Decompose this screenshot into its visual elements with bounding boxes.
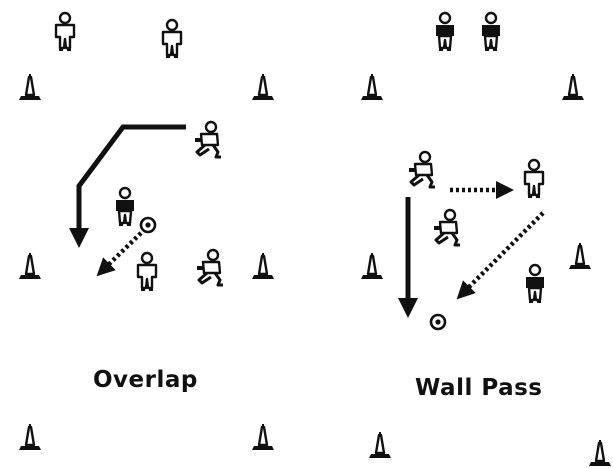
- cone-icon: [19, 424, 41, 450]
- player-icon: [409, 152, 435, 187]
- player-icon: [56, 13, 74, 51]
- cone-icon: [361, 253, 383, 279]
- cone-icon: [19, 253, 41, 279]
- ball-icon: [431, 315, 445, 329]
- drill-title-wall-pass: Wall Pass: [415, 375, 543, 401]
- cone-icon: [589, 440, 611, 466]
- player-run-arrow: [79, 127, 186, 238]
- ball-pass-arrow: [103, 233, 141, 270]
- cone-icon: [19, 74, 41, 100]
- ball-icon: [141, 218, 155, 232]
- player-icon: [434, 210, 460, 245]
- player-icon: [163, 20, 181, 58]
- cone-icon: [361, 74, 383, 100]
- cone-icon: [252, 74, 274, 100]
- cone-icon: [569, 243, 591, 269]
- player-icon: [197, 250, 223, 285]
- player-icon: [138, 253, 156, 291]
- player-icon: [116, 188, 134, 226]
- player-icon: [482, 13, 500, 51]
- player-icon: [195, 122, 221, 157]
- player-icon: [526, 265, 544, 303]
- drill-title-overlap: Overlap: [93, 367, 198, 393]
- player-icon: [436, 13, 454, 51]
- cone-icon: [369, 432, 391, 458]
- cone-icon: [252, 253, 274, 279]
- player-icon: [525, 160, 543, 198]
- cone-icon: [562, 74, 584, 100]
- cone-icon: [252, 424, 274, 450]
